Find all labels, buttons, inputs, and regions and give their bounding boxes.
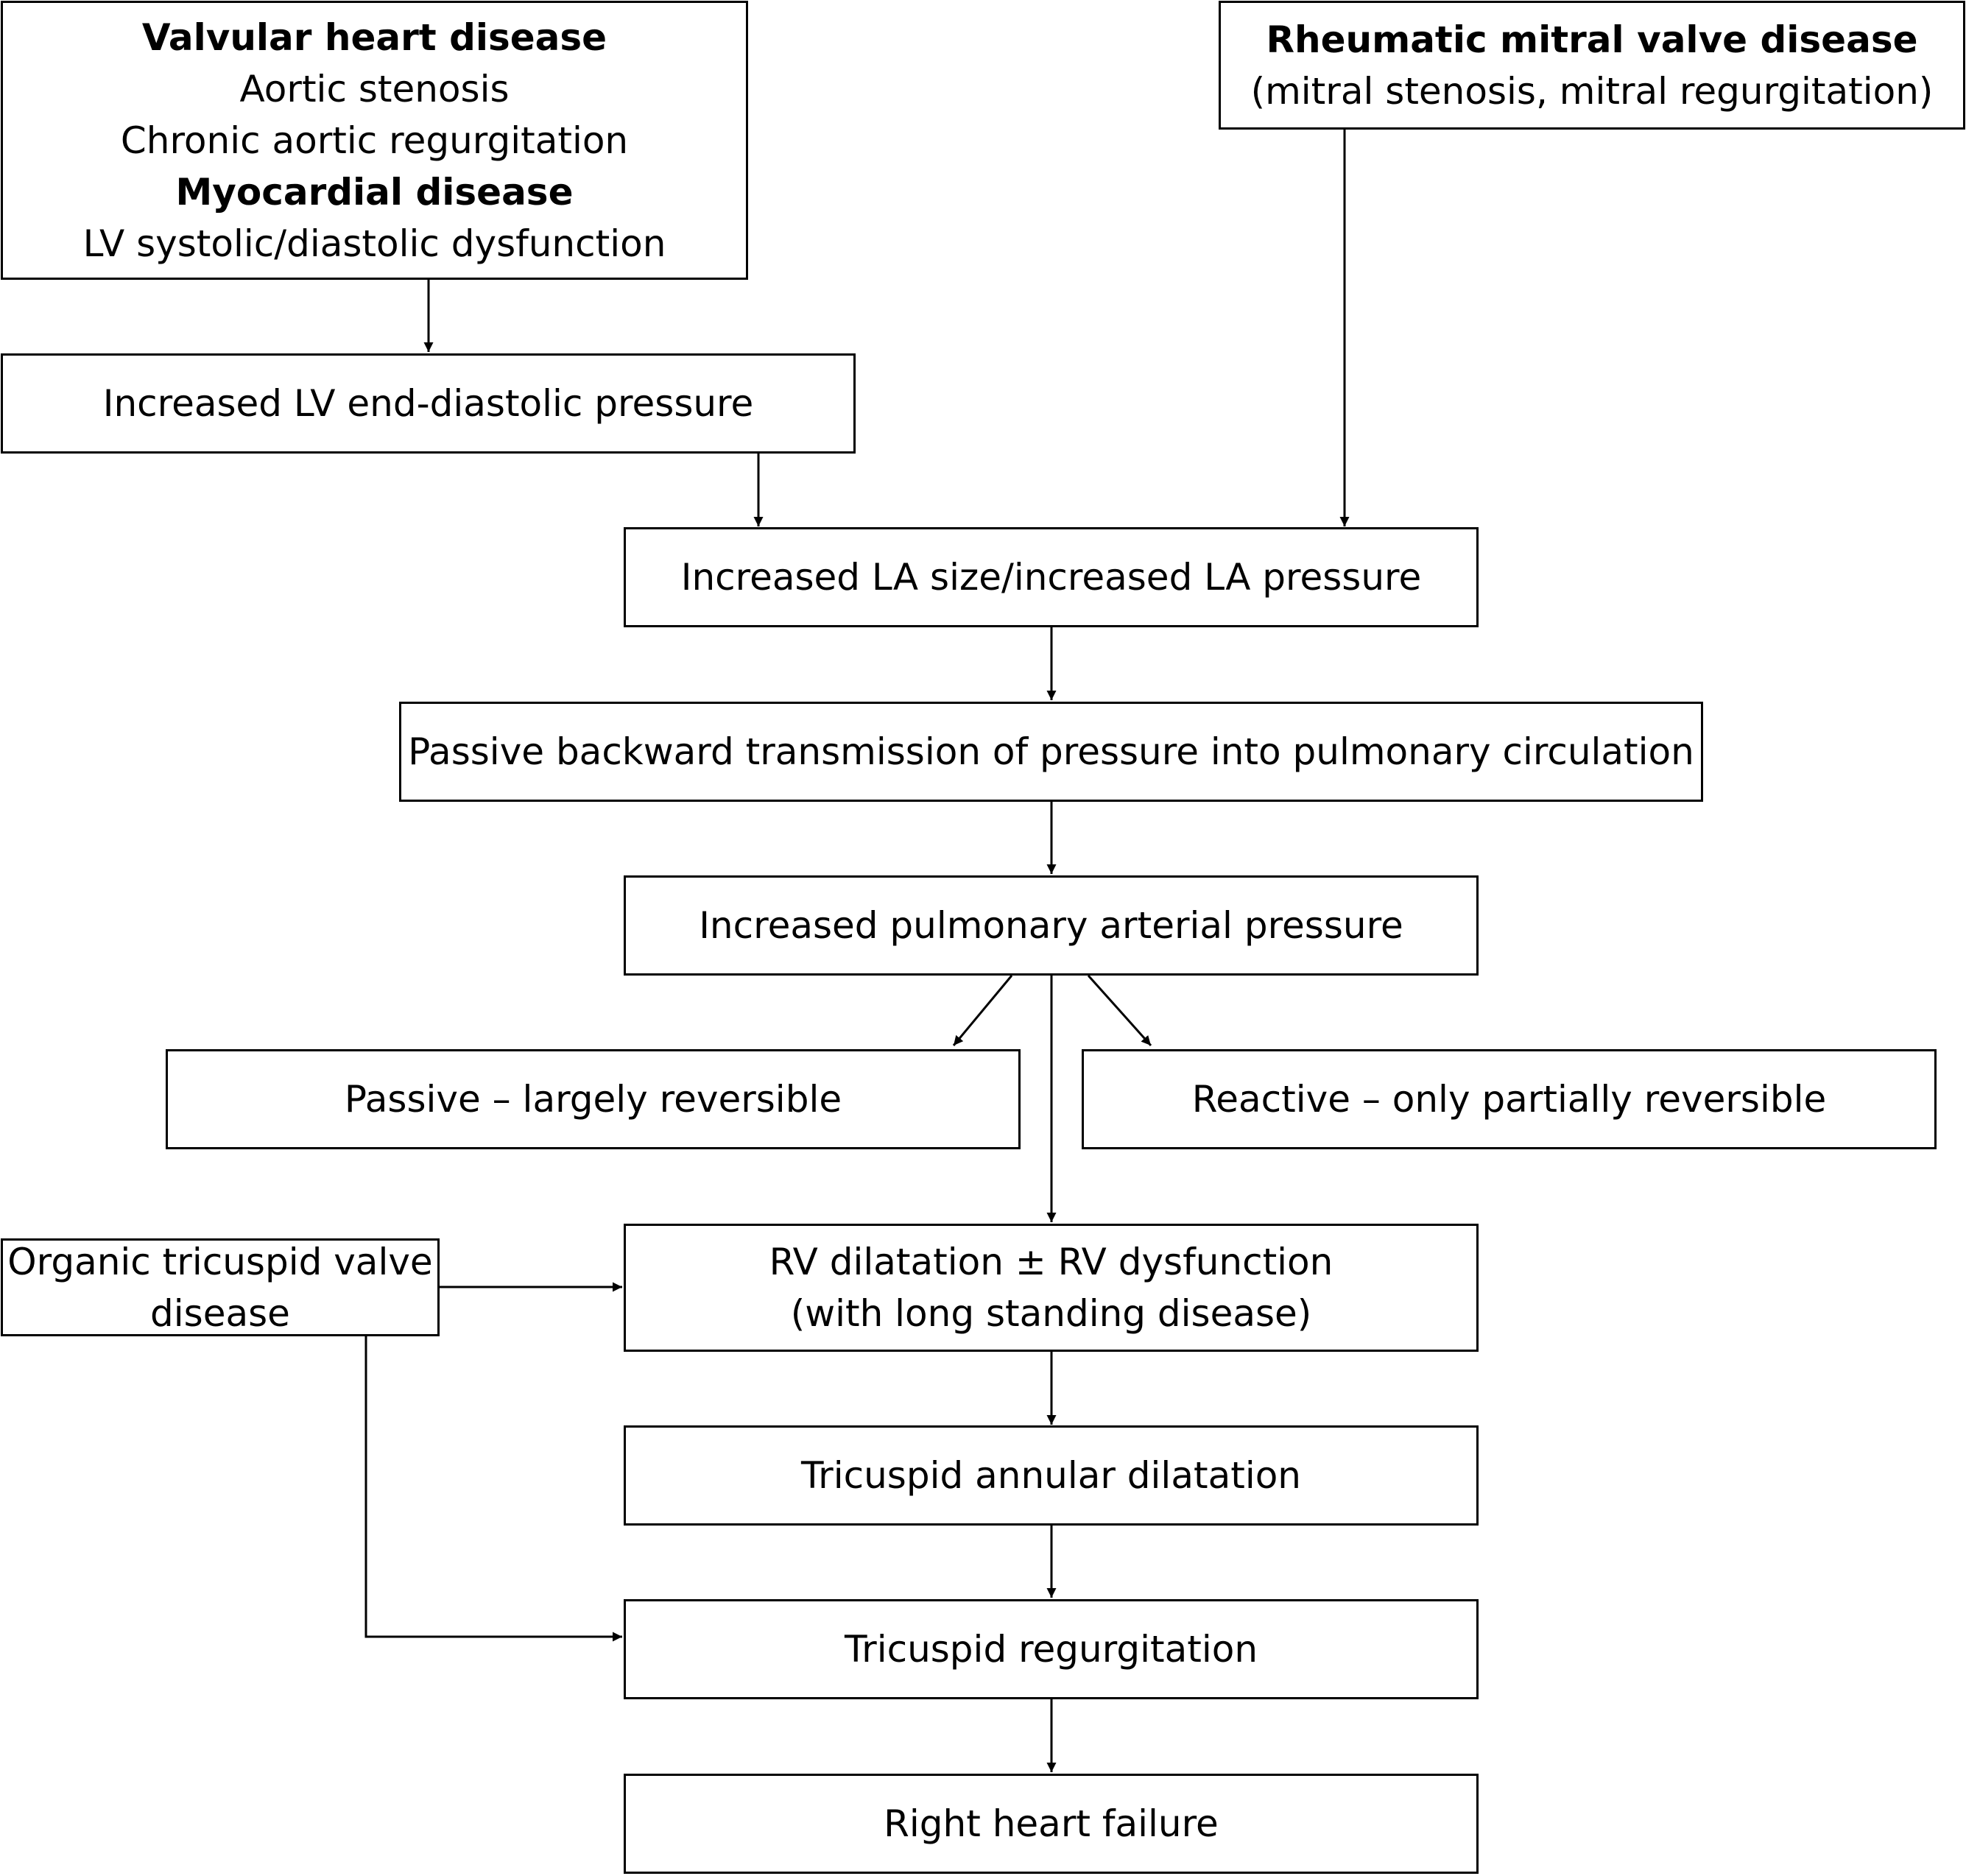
rv-dilatation-box: RV dilatation ± RV dysfunction (with lon… xyxy=(624,1224,1479,1352)
lv-dysfunction-text: LV systolic/diastolic dysfunction xyxy=(82,222,666,265)
lv-pressure-box: Increased LV end-diastolic pressure xyxy=(1,353,856,454)
passive-transmission-text: Passive backward transmission of pressur… xyxy=(408,730,1694,773)
right-heart-failure-box: Right heart failure xyxy=(624,1774,1479,1874)
annular-dilatation-box: Tricuspid annular dilatation xyxy=(624,1425,1479,1526)
organic-tricuspid-box: Organic tricuspid valve disease xyxy=(1,1238,440,1336)
la-size-text: Increased LA size/increased LA pressure xyxy=(680,556,1422,599)
reactive-box: Reactive – only partially reversible xyxy=(1082,1049,1937,1149)
tricuspid-regurgitation-text: Tricuspid regurgitation xyxy=(844,1628,1258,1671)
valvular-heading: Valvular heart disease xyxy=(141,15,607,59)
aortic-stenosis-text: Aortic stenosis xyxy=(239,67,510,110)
rheumatic-subtext: (mitral stenosis, mitral regurgitation) xyxy=(1250,69,1934,113)
rheumatic-heading: Rheumatic mitral valve disease xyxy=(1266,18,1918,61)
la-size-box: Increased LA size/increased LA pressure xyxy=(624,527,1479,627)
lv-pressure-text: Increased LV end-diastolic pressure xyxy=(102,382,754,425)
pulmonary-pressure-box: Increased pulmonary arterial pressure xyxy=(624,875,1479,976)
passive-transmission-box: Passive backward transmission of pressur… xyxy=(399,702,1703,802)
passive-text: Passive – largely reversible xyxy=(344,1078,842,1121)
organic-tricuspid-line2: disease xyxy=(150,1291,290,1335)
arrow-pulm-pressure-to-reactive xyxy=(1087,974,1152,1047)
rv-dilatation-line1: RV dilatation ± RV dysfunction xyxy=(769,1241,1333,1283)
rheumatic-mitral-box: Rheumatic mitral valve disease (mitral s… xyxy=(1219,1,1965,130)
reactive-text: Reactive – only partially reversible xyxy=(1191,1078,1827,1121)
valvular-heart-disease-box: Valvular heart disease Aortic stenosis C… xyxy=(1,1,748,280)
right-heart-failure-text: Right heart failure xyxy=(884,1802,1219,1845)
annular-dilatation-text: Tricuspid annular dilatation xyxy=(800,1454,1301,1497)
myocardial-heading: Myocardial disease xyxy=(175,170,574,214)
chronic-aortic-regurgitation-text: Chronic aortic regurgitation xyxy=(120,119,629,162)
pulmonary-pressure-text: Increased pulmonary arterial pressure xyxy=(699,904,1403,947)
arrow-organic-tricuspid-to-regurg xyxy=(364,1336,622,1642)
rv-dilatation-line2: (with long standing disease) xyxy=(790,1292,1312,1335)
arrow-pulm-pressure-to-passive xyxy=(952,975,1013,1046)
organic-tricuspid-line1: Organic tricuspid valve xyxy=(7,1240,433,1283)
tricuspid-regurgitation-box: Tricuspid regurgitation xyxy=(624,1599,1479,1699)
passive-box: Passive – largely reversible xyxy=(166,1049,1021,1149)
